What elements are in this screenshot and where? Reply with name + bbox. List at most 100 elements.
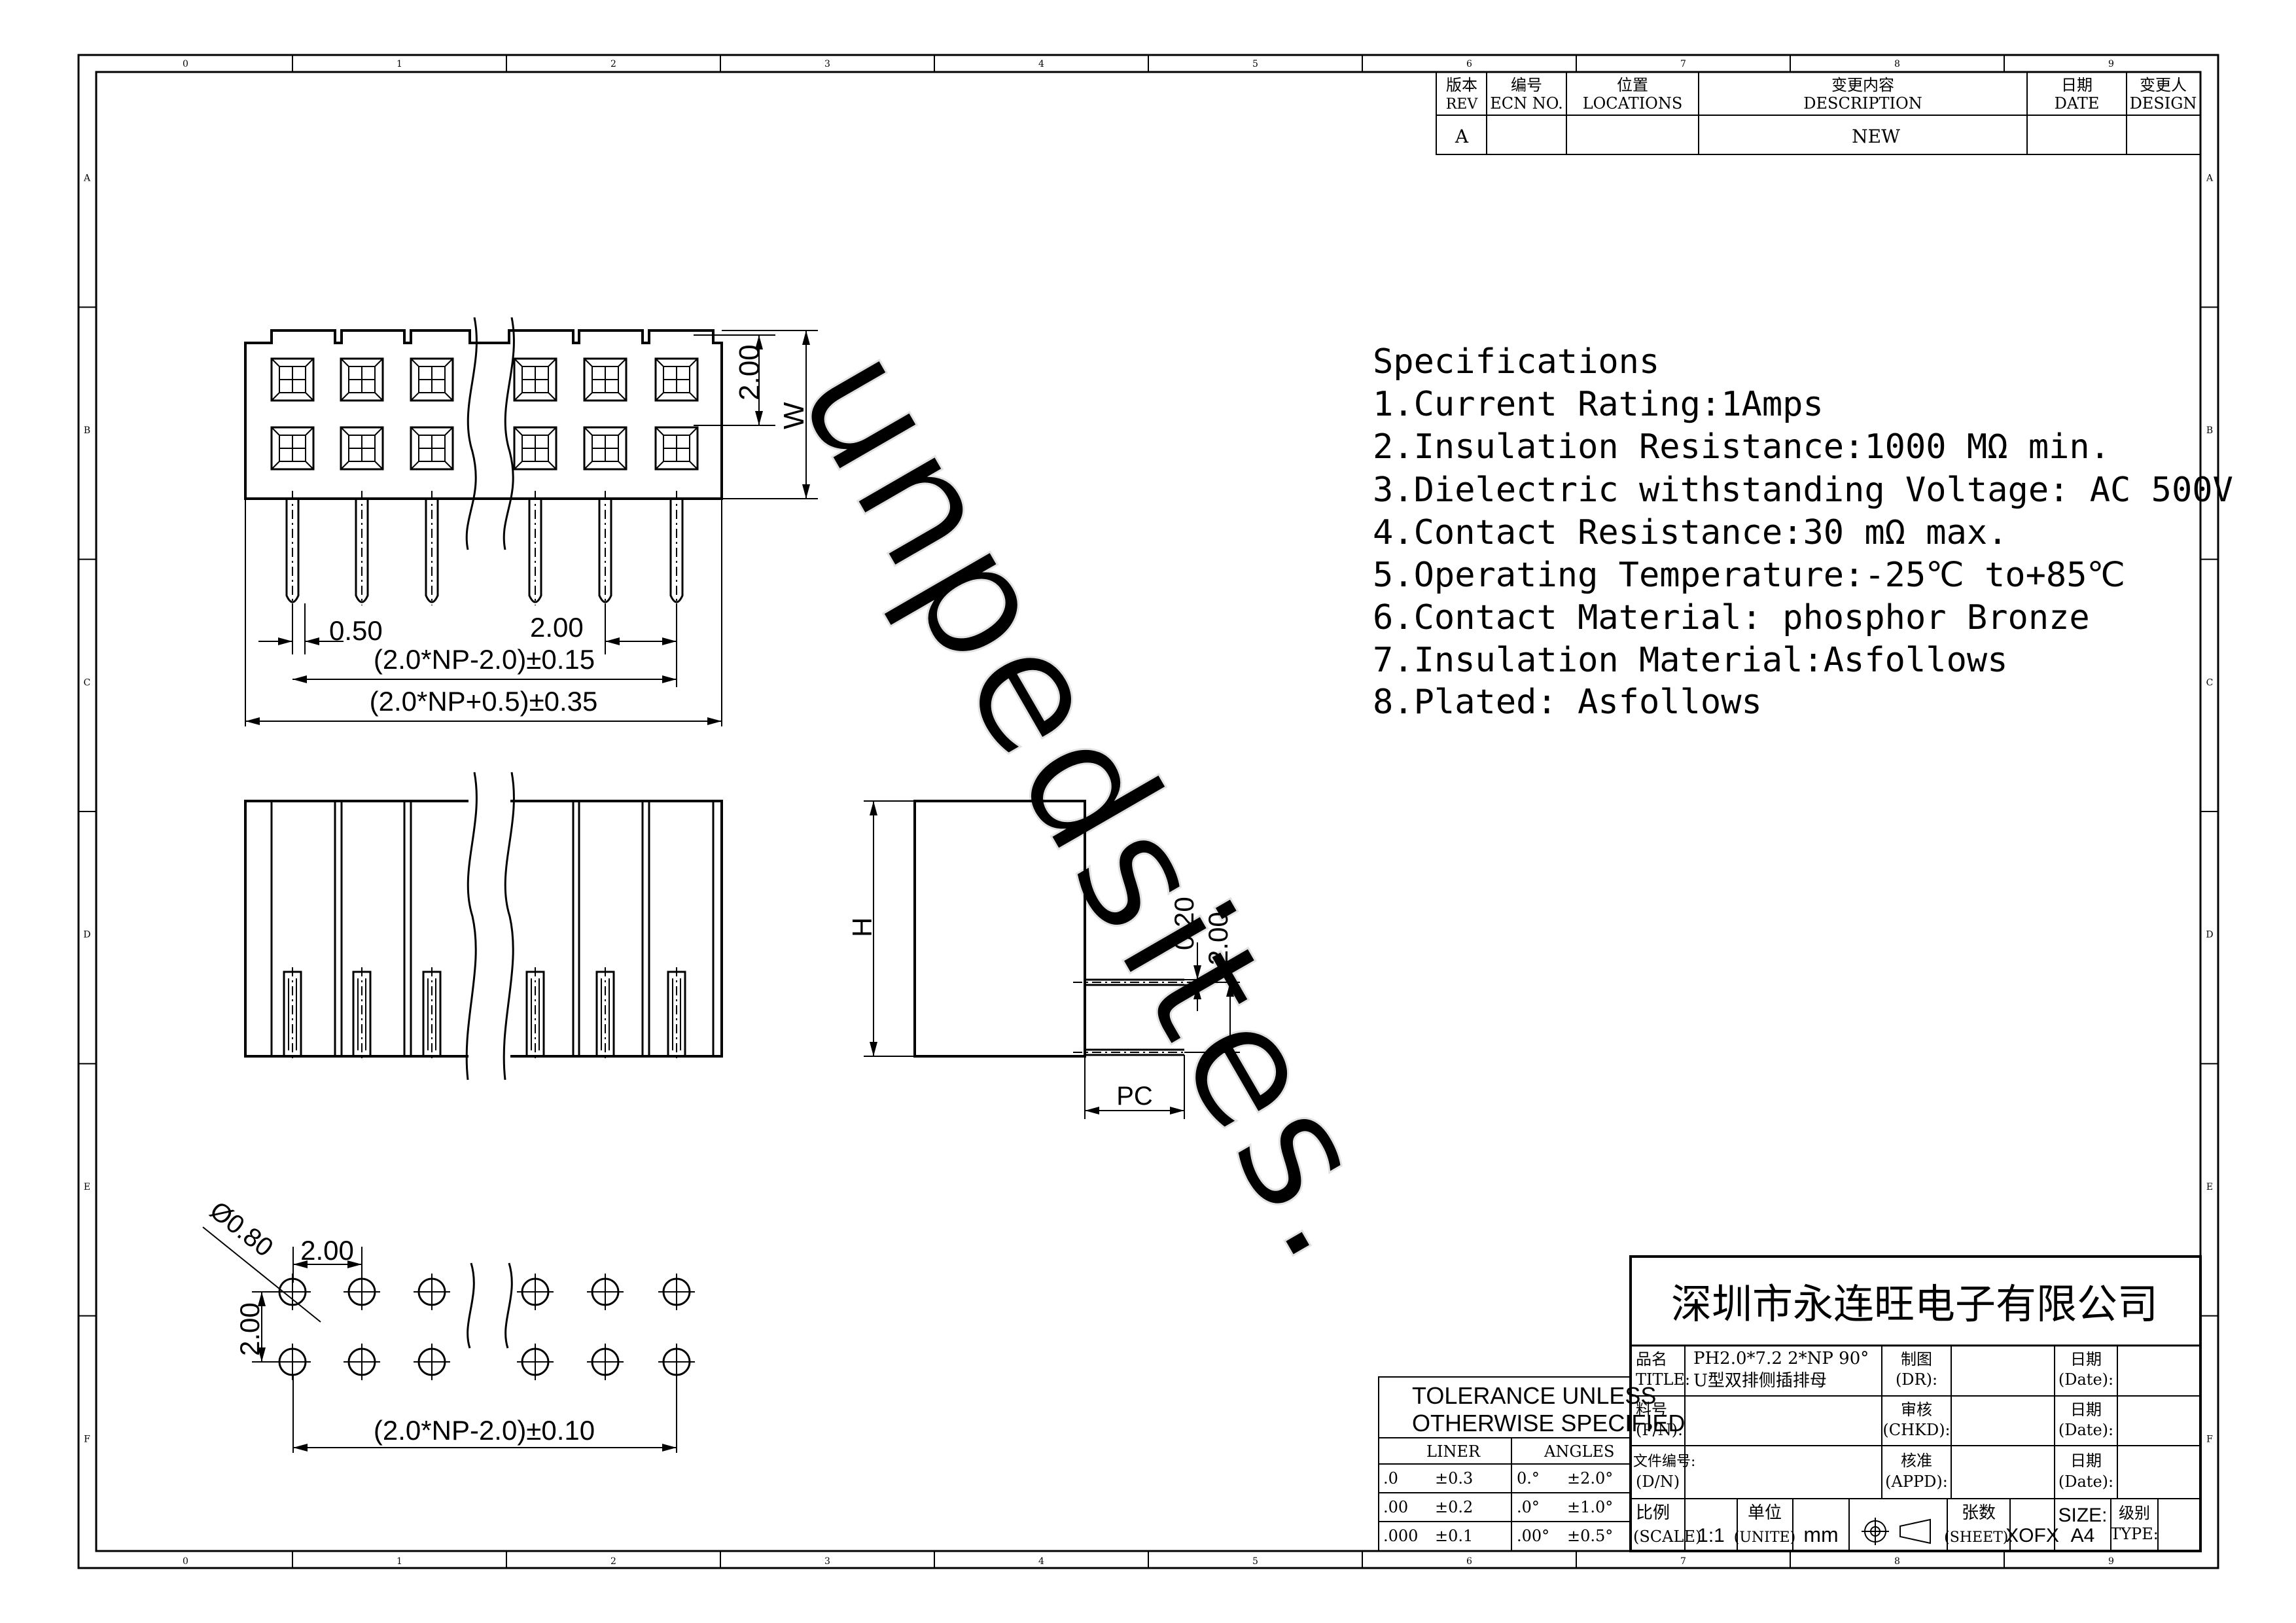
cell-chamfer [584, 427, 593, 436]
zone-label: 3 [824, 59, 830, 69]
spec-item: 4.Contact Resistance:30 mΩ max. [1373, 513, 2008, 552]
scale-label-en: (SCALE) [1633, 1527, 1701, 1546]
contact-cell [654, 426, 699, 471]
cell-chamfer [689, 392, 698, 401]
dim-pin-width: 0.50 [329, 615, 383, 646]
zone-label: 7 [1680, 1556, 1686, 1567]
spec-item: 2.Insulation Resistance:1000 MΩ min. [1373, 427, 2110, 467]
pin [425, 499, 439, 603]
contact-cell [513, 357, 557, 402]
cell-chamfer [410, 427, 419, 436]
front-view-pins [285, 491, 684, 605]
rev-value: A [1455, 126, 1469, 147]
cell-chamfer [618, 427, 627, 436]
specifications-heading: Specifications [1373, 342, 1659, 382]
cell-chamfer [548, 392, 557, 401]
dr-label-cn: 制图 [1901, 1350, 1932, 1368]
specifications-block: Specifications 1.Current Rating:1Amps 2.… [1373, 342, 2233, 722]
date-header-cn: 日期 [2061, 76, 2093, 94]
company-name: 深圳市永连旺电子有限公司 [1671, 1280, 2158, 1328]
cell-chamfer [305, 461, 314, 470]
side-view-housing [913, 800, 1086, 1058]
bottom-view-pins [283, 967, 686, 1060]
type-label-en: TYPE: [2110, 1525, 2159, 1543]
contact-cell [410, 357, 454, 402]
cell-chamfer [305, 392, 314, 401]
cell-chamfer [305, 358, 314, 367]
cell-chamfer [689, 358, 698, 367]
dim-pc: PC [1116, 1082, 1153, 1111]
tolerance-cell: ±0.1 [1435, 1527, 1473, 1545]
spec-item: 8.Plated: Asfollows [1373, 683, 1762, 722]
zone-label: A [83, 173, 91, 184]
dim-width-w: W [778, 402, 810, 429]
break-line [465, 772, 478, 1080]
contact-cell [513, 426, 557, 471]
zone-label: 8 [1894, 59, 1900, 69]
pn-label-cn: 料号 [1636, 1400, 1667, 1419]
tolerance-cell: ±0.5° [1567, 1527, 1613, 1545]
dim-pcb-pitch-y: 2.00 [234, 1302, 265, 1356]
cell-chamfer [689, 427, 698, 436]
cell-chamfer [584, 461, 593, 470]
contact-cell [410, 426, 454, 471]
dim-height-h: H [847, 918, 877, 937]
zone-label: E [2206, 1182, 2213, 1192]
zone-label: 4 [1038, 1556, 1044, 1567]
dim-row-pitch: 2.00 [733, 344, 766, 401]
spec-item: 3.Dielectric withstanding Voltage: AC 50… [1373, 471, 2233, 510]
chkd-label-cn: 审核 [1901, 1400, 1932, 1419]
tolerance-cell: .00° [1517, 1527, 1549, 1545]
pcb-holes [274, 1274, 695, 1380]
cell-chamfer [584, 358, 593, 367]
cell-chamfer [514, 392, 523, 401]
date-label-en: (Date): [2058, 1472, 2113, 1491]
contact-cell [340, 426, 384, 471]
side-view: H 0.20 2.00 PC [847, 800, 1240, 1119]
date-label-cn: 日期 [2070, 1350, 2102, 1368]
cell-chamfer [444, 392, 453, 401]
dim-pcb-span: (2.0*NP-2.0)±0.10 [374, 1415, 595, 1446]
spec-item: 1.Current Rating:1Amps [1373, 385, 1824, 424]
cell-chamfer [618, 392, 627, 401]
appd-label-en: (APPD): [1885, 1472, 1948, 1491]
zone-label: 3 [824, 1556, 830, 1567]
break-line [503, 317, 515, 550]
description-value: NEW [1852, 126, 1900, 147]
description-header-cn: 变更内容 [1831, 76, 1894, 94]
cell-chamfer [271, 392, 280, 401]
size-label: SIZE: [2058, 1505, 2107, 1526]
dim-row-spacing: 2.00 [1203, 912, 1233, 965]
spec-item: 5.Operating Temperature:-25℃ to+85℃ [1373, 556, 2125, 595]
date-header-en: DATE [2055, 94, 2100, 113]
tolerance-subtitle: OTHERWISE SPECIFIED [1412, 1410, 1685, 1436]
zone-label: 6 [1466, 1556, 1472, 1567]
cell-chamfer [655, 427, 664, 436]
cell-chamfer [340, 358, 349, 367]
cell-chamfer [444, 427, 453, 436]
zone-label: 4 [1038, 59, 1044, 69]
title-label-cn: 品名 [1636, 1350, 1667, 1368]
sheet-label-cn: 张数 [1962, 1503, 1996, 1523]
design-header-cn: 变更人 [2140, 76, 2187, 94]
unit-label-en: (UNITE) [1734, 1529, 1795, 1546]
cell-chamfer [548, 427, 557, 436]
zone-label: C [84, 677, 91, 688]
description-header-en: DESCRIPTION [1803, 94, 1922, 113]
tolerance-cell: .0° [1517, 1498, 1540, 1516]
cell-chamfer [444, 358, 453, 367]
date-label-cn: 日期 [2070, 1400, 2102, 1419]
contact-cell [583, 426, 627, 471]
break-line [465, 317, 478, 550]
cell-chamfer [689, 461, 698, 470]
sheet-label-en: (SHEET): [1944, 1529, 2013, 1546]
size-value: A4 [2071, 1525, 2095, 1546]
zone-label: 5 [1252, 59, 1258, 69]
cell-chamfer [305, 427, 314, 436]
tolerance-cell: ±2.0° [1567, 1469, 1613, 1488]
pin [355, 499, 369, 603]
zone-label: D [2206, 930, 2213, 940]
front-view-housing-outline [244, 329, 723, 500]
